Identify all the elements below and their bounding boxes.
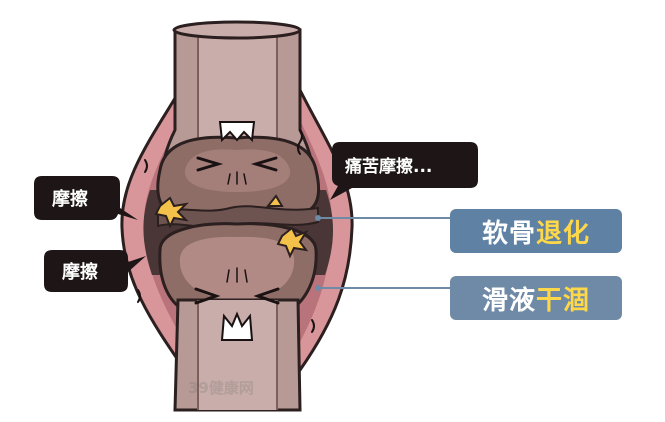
speech-bubble-left-upper: 摩擦 xyxy=(34,176,138,220)
speech-bubble-left-lower: 摩擦 xyxy=(44,250,146,292)
watermark: 39健康网 xyxy=(188,379,254,397)
callout-cartilage-accent: 退化 xyxy=(536,218,591,249)
bubble-text-left-lower: 摩擦 xyxy=(62,261,98,283)
friction-star-icon xyxy=(154,194,309,259)
squiggle-marks xyxy=(137,129,315,333)
callout-cartilage-prefix: 软骨 xyxy=(481,218,536,249)
speech-bubble-top-right: 痛苦摩擦... xyxy=(330,142,478,200)
callout-fluid-accent: 干涸 xyxy=(536,285,591,316)
lower-bone-face xyxy=(194,267,280,341)
callout-fluid-prefix: 滑液 xyxy=(481,285,536,316)
callout-synovial-fluid: 滑液干涸 xyxy=(450,276,622,320)
bubble-text-top-right: 痛苦摩擦... xyxy=(345,156,432,177)
upper-bone-face xyxy=(196,121,278,185)
callout-cartilage-degeneration: 软骨退化 xyxy=(450,209,622,253)
bubble-text-left-upper: 摩擦 xyxy=(52,188,88,210)
